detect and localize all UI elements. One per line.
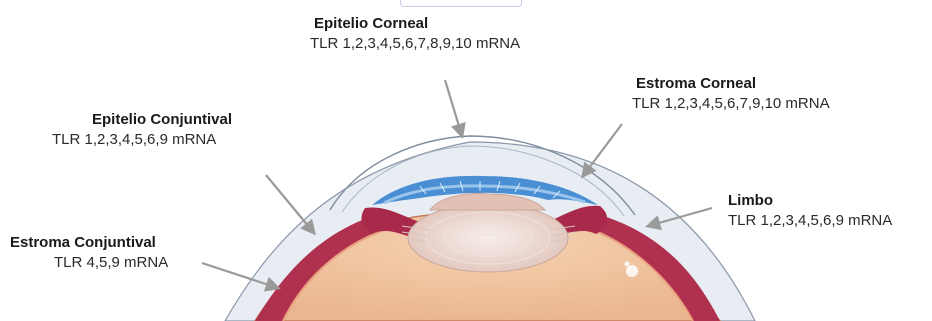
label-estroma-corneal: Estroma Corneal TLR 1,2,3,4,5,6,7,9,10 m… <box>632 74 830 114</box>
label-estroma-conjuntival: Estroma Conjuntival TLR 4,5,9 mRNA <box>10 233 168 273</box>
label-subtitle: TLR 1,2,3,4,5,6,9 mRNA <box>52 130 232 150</box>
label-limbo: Limbo TLR 1,2,3,4,5,6,9 mRNA <box>728 191 892 231</box>
label-title: Limbo <box>728 191 892 211</box>
label-title: Epitelio Conjuntival <box>92 110 232 130</box>
arrow-epitelio-corneal <box>445 80 462 136</box>
arrow-epitelio-conjuntival <box>266 175 314 233</box>
label-title: Epitelio Corneal <box>314 14 520 34</box>
label-subtitle: TLR 1,2,3,4,5,6,7,9,10 mRNA <box>632 94 830 114</box>
lens <box>408 204 568 272</box>
label-subtitle: TLR 1,2,3,4,5,6,7,8,9,10 mRNA <box>310 34 520 54</box>
label-title: Estroma Corneal <box>636 74 830 94</box>
label-subtitle: TLR 4,5,9 mRNA <box>54 253 168 273</box>
label-epitelio-conjuntival: Epitelio Conjuntival TLR 1,2,3,4,5,6,9 m… <box>52 110 232 150</box>
label-subtitle: TLR 1,2,3,4,5,6,9 mRNA <box>728 211 892 231</box>
label-epitelio-corneal: Epitelio Corneal TLR 1,2,3,4,5,6,7,8,9,1… <box>310 14 520 54</box>
label-title: Estroma Conjuntival <box>10 233 168 253</box>
